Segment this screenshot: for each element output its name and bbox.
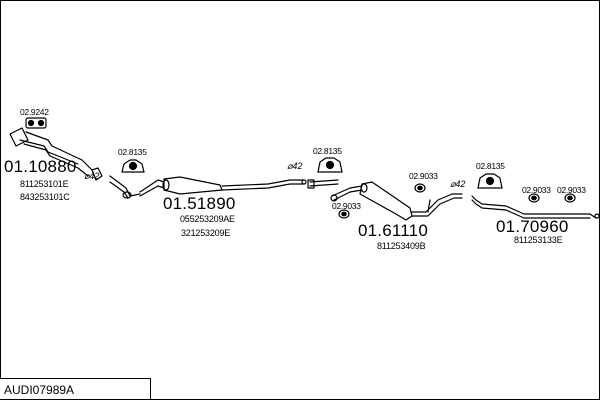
front-pipe	[9, 127, 103, 181]
clamp-icon	[25, 117, 47, 129]
rear2-rubber-code-b: 02.9033	[557, 185, 586, 195]
clamp-code: 02.9242	[20, 107, 49, 117]
joint-pipe	[307, 157, 343, 189]
front-pipe-ref-2: 843253101C	[20, 192, 70, 202]
hanger-icon	[121, 159, 145, 173]
rubber-ring-icon-3	[528, 193, 540, 203]
rubber-ring-icon-4	[564, 193, 576, 203]
middle-hanger-code: 02.8135	[118, 147, 147, 157]
rear-silencer-1	[330, 181, 463, 221]
rear1-rubber-code-a: 02.9033	[332, 201, 361, 211]
rear-silencer-2-code: 01.70960	[496, 217, 569, 236]
hanger-icon-rear	[477, 173, 503, 189]
rear-silencer-1-code: 01.61110	[358, 221, 428, 240]
middle-silencer-ref-1: 055253209AE	[180, 214, 235, 224]
rear-silencer-1-ref: 811253409B	[377, 241, 426, 251]
rubber-ring-icon-2	[414, 183, 426, 193]
joint-hanger-code: 02.8135	[313, 146, 342, 156]
diagram-id: AUDI07989A	[4, 383, 75, 397]
rear2-hanger-code: 02.8135	[476, 161, 505, 171]
joint-diameter: ⌀42	[287, 161, 303, 171]
rear1-rubber-code-b: 02.9033	[409, 171, 438, 181]
diagram-id-box: AUDI07989A	[0, 378, 151, 399]
middle-silencer-ref-2: 321253209E	[181, 228, 231, 238]
front-pipe-code: 01.10880	[4, 157, 77, 176]
tail-pipe	[471, 195, 600, 219]
rear2-rubber-code-a: 02.9033	[522, 185, 551, 195]
rubber-ring-icon-1	[338, 209, 350, 219]
front-pipe-diameter: ⌀42	[84, 171, 100, 181]
rear1-diameter: ⌀42	[450, 179, 466, 189]
middle-silencer-code: 01.51890	[163, 194, 236, 213]
rear-silencer-2-ref: 811253133E	[514, 235, 563, 245]
middle-silencer	[109, 175, 307, 199]
front-pipe-ref-1: 811253101E	[20, 179, 69, 189]
